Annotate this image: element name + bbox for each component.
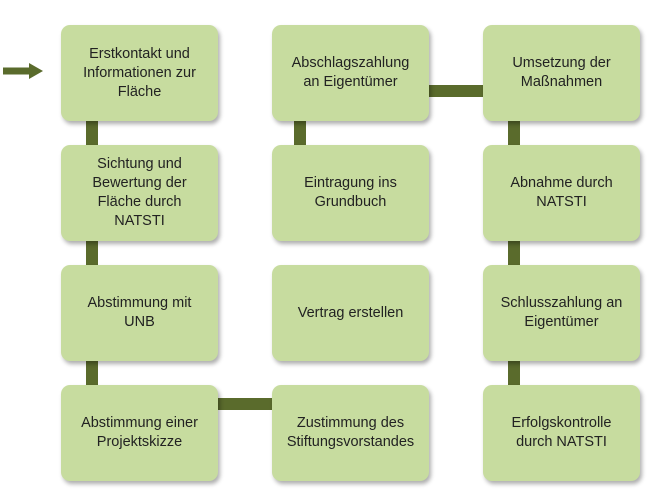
step-label: Abstimmung mit UNB: [87, 295, 192, 330]
connector-row4-col1-col2: [210, 398, 286, 410]
step-abstimmung-projektskizze: Abstimmung einer Projektskizze: [61, 385, 218, 481]
step-label: Erstkontakt und Informationen zur Fläche: [83, 45, 196, 100]
step-schlusszahlung: Schlusszahlung an Eigentümer: [483, 265, 640, 361]
step-umsetzung-massnahmen: Umsetzung der Maßnahmen: [483, 25, 640, 121]
connector-row1-col2-col3: [424, 85, 490, 97]
step-erstkontakt: Erstkontakt und Informationen zur Fläche: [61, 25, 218, 121]
step-erfolgskontrolle: Erfolgskontrolle durch NATSTI: [483, 385, 640, 481]
step-zustimmung-stiftungsvorstand: Zustimmung des Stiftungsvorstandes: [272, 385, 429, 481]
step-label: Abstimmung einer Projektskizze: [81, 415, 198, 450]
step-label: Umsetzung der Maßnahmen: [512, 55, 611, 90]
step-vertrag-erstellen: Vertrag erstellen: [272, 265, 429, 361]
step-label: Erfolgskontrolle durch NATSTI: [511, 415, 612, 450]
step-abschlagszahlung: Abschlagszahlung an Eigentümer: [272, 25, 429, 121]
step-sichtung-bewertung: Sichtung und Bewertung der Fläche durch …: [61, 145, 218, 241]
step-label: Eintragung ins Grundbuch: [304, 175, 397, 210]
step-eintragung-grundbuch: Eintragung ins Grundbuch: [272, 145, 429, 241]
step-label: Abnahme durch NATSTI: [510, 175, 613, 210]
step-abstimmung-unb: Abstimmung mit UNB: [61, 265, 218, 361]
right-arrow-icon: [3, 63, 43, 79]
step-label: Abschlagszahlung an Eigentümer: [291, 55, 410, 90]
step-label: Zustimmung des Stiftungsvorstandes: [286, 415, 415, 450]
step-label: Sichtung und Bewertung der Fläche durch …: [92, 156, 187, 229]
step-label: Schlusszahlung an Eigentümer: [500, 295, 623, 330]
step-abnahme: Abnahme durch NATSTI: [483, 145, 640, 241]
step-label: Vertrag erstellen: [297, 304, 404, 321]
